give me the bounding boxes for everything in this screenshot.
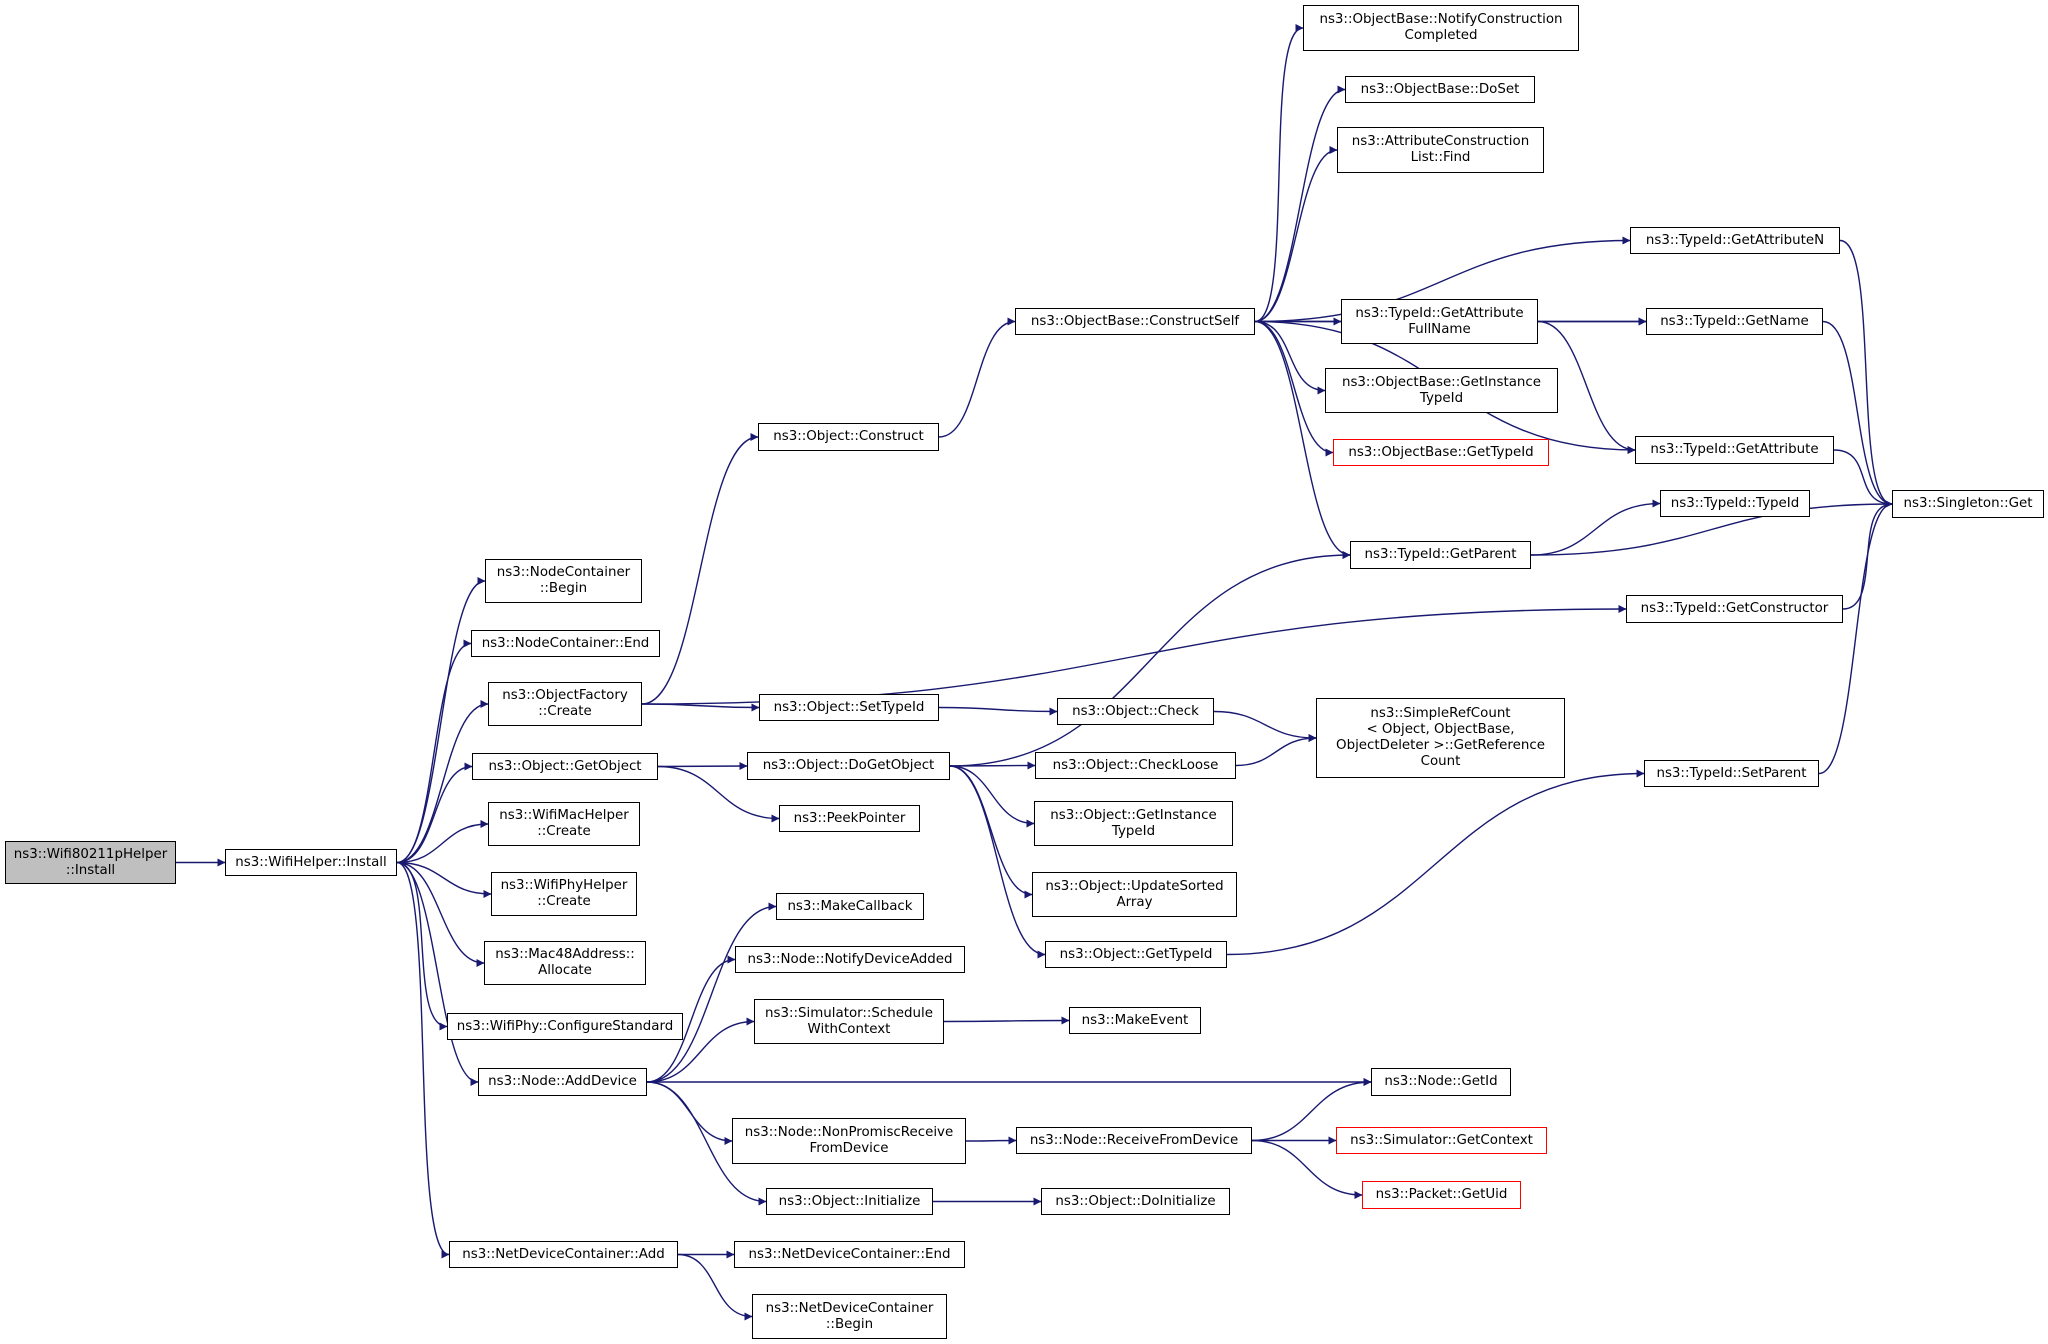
edge-obj-construct-to-construct-self bbox=[938, 317, 1016, 438]
edge-wifi-helper-install-to-configure-standard bbox=[396, 861, 448, 1031]
edge-non-promisc-to-receive-from-device bbox=[965, 1136, 1017, 1145]
edge-construct-self-to-ac-list-find bbox=[1254, 146, 1338, 323]
node-get-attribute-full-name[interactable]: ns3::TypeId::GetAttribute FullName bbox=[1341, 299, 1538, 344]
edge-add-device-to-make-callback bbox=[646, 902, 777, 1083]
node-get-name[interactable]: ns3::TypeId::GetName bbox=[1646, 308, 1823, 335]
edge-obj-do-get-object-to-get-parent bbox=[949, 551, 1351, 767]
edge-obj-do-get-object-to-obj-get-type-id bbox=[949, 765, 1046, 959]
edge-add-device-to-obj-initialize bbox=[646, 1081, 767, 1206]
edge-wifi-helper-install-to-nc-end bbox=[396, 639, 472, 864]
node-wifi-phy-helper-create[interactable]: ns3::WifiPhyHelper ::Create bbox=[491, 872, 637, 916]
node-obj-get-object[interactable]: ns3::Object::GetObject bbox=[472, 753, 658, 780]
edge-obj-get-object-to-peek-pointer bbox=[657, 765, 780, 823]
edge-get-parent-to-type-id-type-id bbox=[1530, 499, 1661, 556]
edge-construct-self-to-get-attribute-n bbox=[1254, 236, 1631, 323]
node-install80211p[interactable]: ns3::Wifi80211pHelper ::Install bbox=[5, 841, 176, 884]
edge-wifi-helper-install-to-mac-allocate bbox=[396, 861, 485, 967]
node-notify-device-added[interactable]: ns3::Node::NotifyDeviceAdded bbox=[735, 946, 965, 973]
edge-obj-do-get-object-to-obj-get-instance-type-id bbox=[949, 765, 1035, 828]
edge-wifi-helper-install-to-wifi-mac-create bbox=[396, 820, 489, 864]
node-ob-get-instance-type-id[interactable]: ns3::ObjectBase::GetInstance TypeId bbox=[1325, 368, 1558, 413]
node-obj-get-type-id[interactable]: ns3::Object::GetTypeId bbox=[1045, 941, 1227, 968]
node-update-sorted-array[interactable]: ns3::Object::UpdateSorted Array bbox=[1032, 872, 1237, 917]
node-packet-get-uid[interactable]: ns3::Packet::GetUid bbox=[1362, 1181, 1521, 1209]
node-set-parent[interactable]: ns3::TypeId::SetParent bbox=[1644, 760, 1819, 787]
node-ob-get-type-id[interactable]: ns3::ObjectBase::GetTypeId bbox=[1333, 439, 1549, 466]
node-wifi-mac-create[interactable]: ns3::WifiMacHelper ::Create bbox=[488, 802, 640, 846]
edge-set-parent-to-singleton-get bbox=[1818, 500, 1893, 775]
node-notify-construction[interactable]: ns3::ObjectBase::NotifyConstruction Comp… bbox=[1303, 5, 1579, 51]
node-schedule-with-context[interactable]: ns3::Simulator::Schedule WithContext bbox=[754, 999, 944, 1044]
edge-construct-self-to-notify-construction bbox=[1254, 24, 1304, 323]
edge-of-create-to-obj-construct bbox=[641, 433, 759, 705]
node-obj-construct[interactable]: ns3::Object::Construct bbox=[758, 423, 939, 451]
node-ndc-add[interactable]: ns3::NetDeviceContainer::Add bbox=[449, 1241, 678, 1268]
edge-obj-get-object-to-obj-do-get-object bbox=[657, 762, 748, 771]
node-node-get-id[interactable]: ns3::Node::GetId bbox=[1371, 1068, 1511, 1096]
node-nc-end[interactable]: ns3::NodeContainer::End bbox=[471, 630, 660, 657]
node-make-callback[interactable]: ns3::MakeCallback bbox=[776, 893, 924, 920]
node-do-initialize[interactable]: ns3::Object::DoInitialize bbox=[1041, 1188, 1230, 1215]
edge-construct-self-to-ob-get-type-id bbox=[1254, 320, 1334, 457]
edge-obj-do-get-object-to-update-sorted-array bbox=[949, 765, 1033, 899]
node-wifi-helper-install[interactable]: ns3::WifiHelper::Install bbox=[225, 849, 397, 876]
node-make-event[interactable]: ns3::MakeEvent bbox=[1069, 1007, 1201, 1034]
edge-get-attribute-n-to-singleton-get bbox=[1839, 239, 1893, 508]
node-do-set[interactable]: ns3::ObjectBase::DoSet bbox=[1345, 76, 1535, 103]
node-ac-list-find[interactable]: ns3::AttributeConstruction List::Find bbox=[1337, 127, 1544, 173]
edge-ndc-add-to-ndc-begin bbox=[677, 1253, 753, 1321]
edge-add-device-to-schedule-with-context bbox=[646, 1017, 755, 1083]
node-sim-get-context[interactable]: ns3::Simulator::GetContext bbox=[1336, 1127, 1547, 1154]
node-singleton-get[interactable]: ns3::Singleton::Get bbox=[1892, 490, 2044, 518]
node-obj-get-instance-type-id[interactable]: ns3::Object::GetInstance TypeId bbox=[1034, 801, 1233, 846]
node-get-parent[interactable]: ns3::TypeId::GetParent bbox=[1350, 541, 1531, 569]
edge-construct-self-to-get-parent bbox=[1254, 320, 1351, 559]
edge-receive-from-device-to-node-get-id bbox=[1251, 1078, 1372, 1142]
edge-wifi-helper-install-to-obj-get-object bbox=[396, 762, 473, 864]
edge-wifi-helper-install-to-add-device bbox=[396, 861, 479, 1086]
node-get-attribute[interactable]: ns3::TypeId::GetAttribute bbox=[1635, 436, 1834, 464]
node-peek-pointer[interactable]: ns3::PeekPointer bbox=[779, 805, 920, 832]
node-mac-allocate[interactable]: ns3::Mac48Address:: Allocate bbox=[484, 941, 646, 985]
node-nc-begin[interactable]: ns3::NodeContainer ::Begin bbox=[485, 559, 642, 603]
edge-get-attribute-full-name-to-get-attribute bbox=[1537, 320, 1636, 454]
edge-obj-get-type-id-to-set-parent bbox=[1226, 769, 1645, 956]
node-simple-ref-count[interactable]: ns3::SimpleRefCount < Object, ObjectBase… bbox=[1316, 698, 1565, 778]
node-ndc-begin[interactable]: ns3::NetDeviceContainer ::Begin bbox=[752, 1294, 947, 1339]
node-obj-initialize[interactable]: ns3::Object::Initialize bbox=[766, 1188, 933, 1215]
edge-get-name-to-singleton-get bbox=[1822, 320, 1893, 508]
edge-wifi-helper-install-to-of-create bbox=[396, 700, 489, 864]
edge-obj-set-type-id-to-obj-check bbox=[938, 706, 1058, 716]
edge-wifi-helper-install-to-wifi-phy-helper-create bbox=[396, 861, 492, 898]
node-ndc-end[interactable]: ns3::NetDeviceContainer::End bbox=[734, 1241, 965, 1268]
node-of-create[interactable]: ns3::ObjectFactory ::Create bbox=[488, 682, 642, 726]
node-configure-standard[interactable]: ns3::WifiPhy::ConfigureStandard bbox=[447, 1013, 683, 1040]
edge-obj-check-to-simple-ref-count bbox=[1213, 710, 1317, 742]
edge-construct-self-to-ob-get-instance-type-id bbox=[1254, 320, 1326, 395]
edge-wifi-helper-install-to-ndc-add bbox=[396, 861, 450, 1259]
node-add-device[interactable]: ns3::Node::AddDevice bbox=[478, 1068, 647, 1096]
edge-construct-self-to-do-set bbox=[1254, 85, 1346, 323]
edge-add-device-to-notify-device-added bbox=[646, 955, 736, 1083]
edge-schedule-with-context-to-make-event bbox=[943, 1016, 1070, 1025]
edge-of-create-to-get-constructor bbox=[641, 605, 1627, 705]
node-receive-from-device[interactable]: ns3::Node::ReceiveFromDevice bbox=[1016, 1127, 1252, 1154]
edge-receive-from-device-to-packet-get-uid bbox=[1251, 1139, 1363, 1199]
edge-get-attribute-to-singleton-get bbox=[1833, 449, 1893, 508]
edge-wifi-helper-install-to-nc-begin bbox=[396, 577, 486, 864]
node-obj-set-type-id[interactable]: ns3::Object::SetTypeId bbox=[759, 694, 939, 721]
node-construct-self[interactable]: ns3::ObjectBase::ConstructSelf bbox=[1015, 308, 1255, 335]
edge-obj-check-loose-to-simple-ref-count bbox=[1235, 734, 1317, 767]
node-get-constructor[interactable]: ns3::TypeId::GetConstructor bbox=[1626, 595, 1843, 623]
node-obj-do-get-object[interactable]: ns3::Object::DoGetObject bbox=[747, 752, 950, 780]
node-type-id-type-id[interactable]: ns3::TypeId::TypeId bbox=[1660, 490, 1810, 517]
node-obj-check-loose[interactable]: ns3::Object::CheckLoose bbox=[1035, 752, 1236, 779]
edge-get-parent-to-singleton-get bbox=[1530, 500, 1893, 556]
node-obj-check[interactable]: ns3::Object::Check bbox=[1057, 698, 1214, 725]
node-get-attribute-n[interactable]: ns3::TypeId::GetAttributeN bbox=[1630, 227, 1840, 254]
node-non-promisc[interactable]: ns3::Node::NonPromiscReceive FromDevice bbox=[732, 1118, 966, 1164]
